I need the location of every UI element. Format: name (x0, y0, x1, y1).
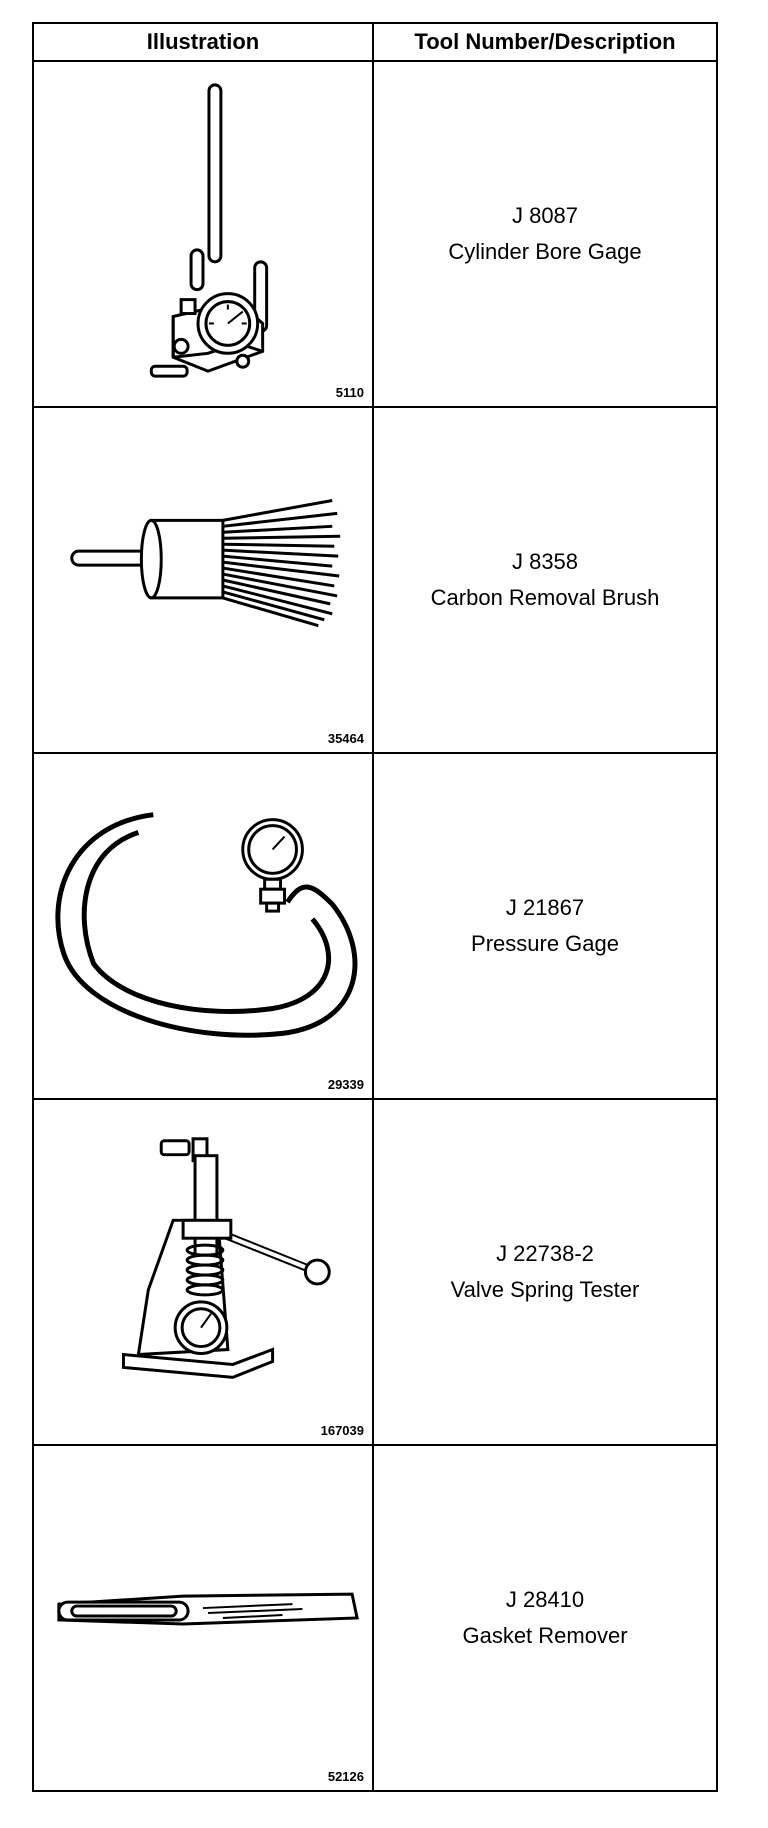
tool-number: J 8358 (511, 549, 579, 574)
illustration-cell: 29339 (32, 752, 374, 1100)
illustration-cell: 167039 (32, 1098, 374, 1446)
description-cell: J 8087 Cylinder Bore Gage (372, 60, 718, 408)
figure-number: 29339 (327, 1077, 364, 1092)
gasket-remover-icon (57, 1592, 359, 1626)
carbon-removal-brush-icon (70, 499, 341, 628)
table-row: 29339 J 21867 Pressure Gage (32, 752, 718, 1100)
tool-number: J 21867 (505, 895, 585, 920)
header-tool-number-description: Tool Number/Description (372, 22, 718, 62)
illustration-cell: 35464 (32, 406, 374, 754)
figure-number: 35464 (327, 731, 364, 746)
tool-number: J 22738-2 (496, 1241, 594, 1266)
header-illustration: Illustration (32, 22, 374, 62)
figure-number: 52126 (327, 1769, 364, 1784)
tool-description: Carbon Removal Brush (430, 585, 660, 610)
description-cell: J 22738-2 Valve Spring Tester (372, 1098, 718, 1446)
illustration-cell: 5110 (32, 60, 374, 408)
tool-table: Illustration Tool Number/Description (32, 22, 718, 1792)
figure-number: 5110 (335, 385, 364, 400)
pressure-gage-icon (55, 812, 358, 1038)
figure-number: 167039 (320, 1423, 364, 1438)
description-cell: J 28410 Gasket Remover (372, 1444, 718, 1792)
table-row: 5110 J 8087 Cylinder Bore Gage (32, 60, 718, 408)
tool-number: J 28410 (505, 1587, 585, 1612)
tool-description: Valve Spring Tester (450, 1277, 640, 1302)
description-cell: J 21867 Pressure Gage (372, 752, 718, 1100)
table-row: 52126 J 28410 Gasket Remover (32, 1444, 718, 1792)
table-row: 167039 J 22738-2 Valve Spring Tester (32, 1098, 718, 1446)
description-cell: J 8358 Carbon Removal Brush (372, 406, 718, 754)
tool-number: J 8087 (511, 203, 579, 228)
table-row: 35464 J 8358 Carbon Removal Brush (32, 406, 718, 754)
cylinder-bore-gage-icon (149, 83, 269, 378)
tool-description: Gasket Remover (462, 1623, 628, 1648)
table-header-row: Illustration Tool Number/Description (32, 22, 718, 62)
valve-spring-tester-icon (121, 1137, 331, 1379)
tool-description: Cylinder Bore Gage (448, 239, 642, 264)
illustration-cell: 52126 (32, 1444, 374, 1792)
tool-description: Pressure Gage (471, 931, 619, 956)
